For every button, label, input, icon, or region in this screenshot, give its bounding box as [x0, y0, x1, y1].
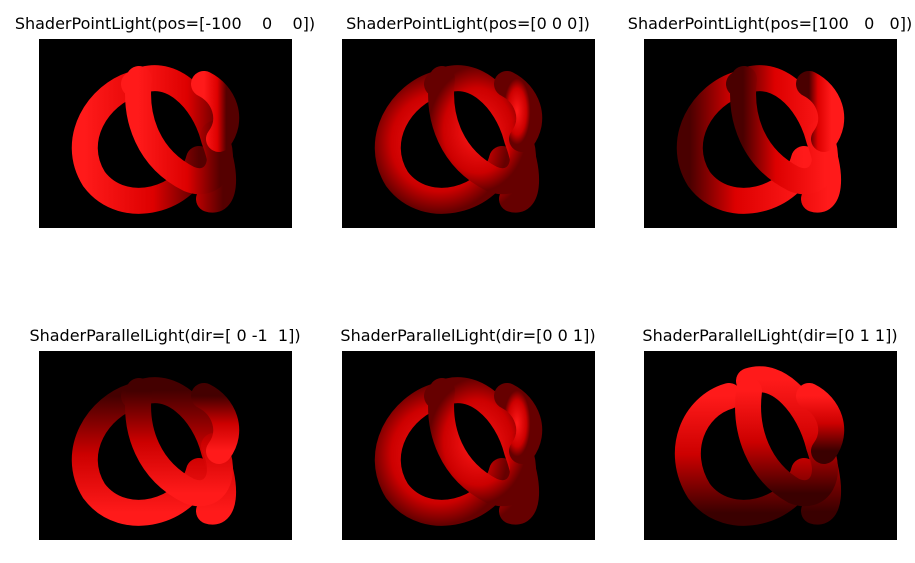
panel-title-3: ShaderPointLight(pos=[100 0 0]) [627, 14, 913, 33]
torus-knot-render-3 [676, 65, 845, 214]
panel-image-3 [644, 39, 897, 228]
panel-image-4 [39, 351, 292, 540]
panel-image-6 [644, 351, 897, 540]
panel-title-1: ShaderPointLight(pos=[-100 0 0]) [14, 14, 316, 33]
panel-title-6: ShaderParallelLight(dir=[0 1 1]) [642, 326, 898, 345]
panel-title-4: ShaderParallelLight(dir=[ 0 -1 1]) [29, 326, 301, 345]
torus-knot-render-2 [374, 65, 543, 214]
torus-knot-render-5 [374, 377, 543, 526]
torus-knot-render-4 [71, 377, 240, 526]
panel-image-1 [39, 39, 292, 228]
torus-knot-render-6 [674, 366, 845, 526]
torus-knot-render-1 [71, 65, 240, 214]
panel-image-2 [342, 39, 595, 228]
panel-title-2: ShaderPointLight(pos=[0 0 0]) [346, 14, 590, 33]
panel-title-5: ShaderParallelLight(dir=[0 0 1]) [340, 326, 596, 345]
panel-image-5 [342, 351, 595, 540]
